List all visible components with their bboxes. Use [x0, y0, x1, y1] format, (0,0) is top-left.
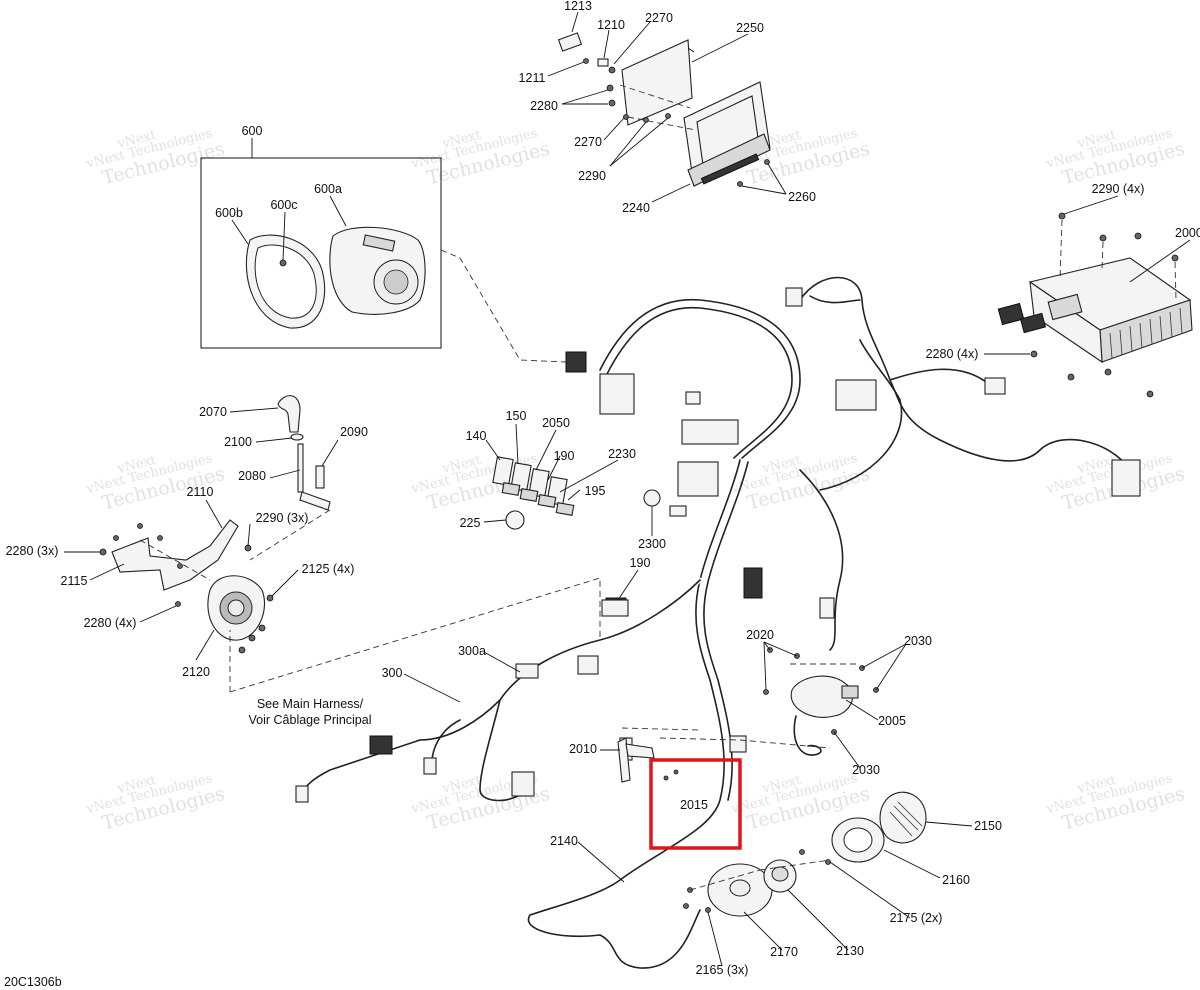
module-bracket [621, 39, 693, 126]
callout-190: 190 [554, 449, 575, 463]
callout-600a: 600a [314, 182, 342, 196]
callout-2115: 2115 [61, 574, 88, 588]
cap-2150 [879, 791, 927, 844]
callout-2290-4x: 2290 (4x) [1092, 182, 1145, 196]
lever-2070 [277, 395, 301, 433]
main-harness-note-line2: Voir Câblage Principal [249, 713, 372, 727]
bolt-2090 [315, 465, 325, 489]
callout-2170: 2170 [770, 945, 798, 959]
callout-300a: 300a [458, 644, 486, 658]
screw-1211 [583, 58, 589, 64]
callout-2260: 2260 [788, 190, 816, 204]
callout-2230: 2230 [608, 447, 636, 461]
harness-connector [565, 351, 587, 373]
connector-1213 [557, 32, 583, 52]
leader-lines [64, 11, 1191, 967]
cluster-screw [279, 259, 287, 267]
callout-2000: 2000 [1175, 226, 1200, 240]
callout-2250: 2250 [736, 21, 764, 35]
clip-1210 [597, 58, 609, 67]
cluster-box [200, 157, 442, 349]
callout-2080: 2080 [238, 469, 266, 483]
callout-2125-4x: 2125 (4x) [302, 562, 355, 576]
switch-190 [601, 599, 629, 617]
callout-2175-2x: 2175 (2x) [890, 911, 943, 925]
cap-225 [505, 510, 525, 530]
callout-2110: 2110 [187, 485, 214, 499]
callout-190b: 190 [630, 556, 651, 570]
callout-2015: 2015 [680, 798, 708, 812]
callout-2130: 2130 [836, 944, 864, 958]
wiring-harness [295, 276, 1141, 969]
callout-225: 225 [460, 516, 481, 530]
callout-140: 140 [466, 429, 487, 443]
callout-2290-3x: 2290 (3x) [256, 511, 309, 525]
sensor-assembly [617, 647, 879, 783]
callout-1213: 1213 [564, 0, 592, 13]
callout-2120: 2120 [182, 665, 210, 679]
diagram-code: 20C1306b [4, 975, 62, 989]
throttle-assembly [99, 395, 331, 654]
callout-2140: 2140 [550, 834, 578, 848]
highlight-box [649, 758, 742, 850]
callout-2280-3x: 2280 (3x) [6, 544, 59, 558]
gauge-cluster-group [200, 157, 442, 349]
switch-140 [492, 456, 514, 486]
bracket-2115 [111, 519, 239, 591]
callout-2160: 2160 [942, 873, 970, 887]
callout-2020: 2020 [746, 628, 774, 642]
callout-600c: 600c [270, 198, 297, 212]
callout-2300: 2300 [638, 537, 666, 551]
callout-600b: 600b [215, 206, 243, 220]
callout-2165-3x: 2165 (3x) [696, 963, 749, 977]
callout-2050: 2050 [542, 416, 570, 430]
callout-labels: 1213 1210 2270 2250 1211 2280 2270 2290 … [4, 0, 1200, 989]
main-harness-note-line1: See Main Harness/ [257, 697, 364, 711]
callout-2270: 2270 [574, 135, 602, 149]
callout-2030b: 2030 [852, 763, 880, 777]
power-box-assembly [997, 212, 1193, 398]
callout-150: 150 [506, 409, 527, 423]
power-box-connector [997, 302, 1025, 326]
fastener-group [683, 791, 927, 917]
callout-2030: 2030 [904, 634, 932, 648]
callout-2280-4x-left: 2280 (4x) [84, 616, 137, 630]
switch-group [492, 456, 629, 617]
module-pins [700, 153, 760, 185]
callout-2005: 2005 [878, 714, 906, 728]
callout-1211: 1211 [519, 71, 546, 85]
callout-2070: 2070 [199, 405, 227, 419]
callout-2240: 2240 [622, 201, 650, 215]
callout-2090: 2090 [340, 425, 368, 439]
callout-2270: 2270 [645, 11, 673, 25]
callout-2280: 2280 [530, 99, 558, 113]
callout-2280-4x: 2280 (4x) [926, 347, 979, 361]
control-module-assembly [557, 32, 771, 187]
callout-195: 195 [585, 484, 606, 498]
callout-2150: 2150 [974, 819, 1002, 833]
dashed-guides [139, 249, 860, 749]
callout-600: 600 [242, 124, 263, 138]
callout-300: 300 [382, 666, 403, 680]
callout-2290: 2290 [578, 169, 606, 183]
callout-2100: 2100 [224, 435, 252, 449]
callout-2010: 2010 [569, 742, 597, 756]
callout-1210: 1210 [597, 18, 625, 32]
